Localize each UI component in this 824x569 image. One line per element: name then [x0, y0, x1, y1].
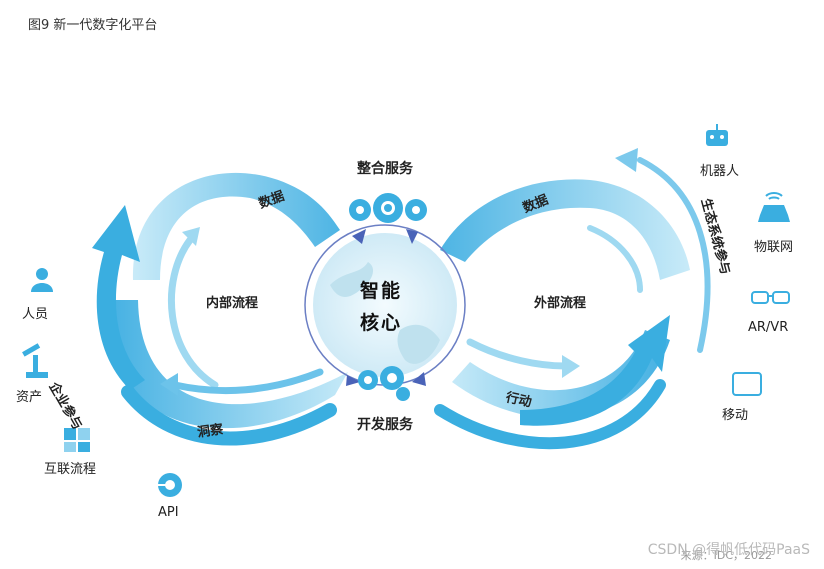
tablet-icon — [732, 372, 762, 396]
left-inner-arrowhead-up — [182, 227, 200, 246]
watermark: CSDN @得帆低代码PaaS — [647, 542, 810, 558]
puzzle-icon — [64, 428, 90, 452]
left-item-api: API — [158, 505, 179, 520]
left-top-band — [132, 172, 340, 280]
right-outer-arc — [637, 157, 711, 353]
ring-arrowhead-tl — [352, 229, 366, 244]
figure-title: 图9 新一代数字化平台 — [28, 18, 158, 33]
vr-glasses-icon — [751, 291, 790, 304]
center-core — [304, 224, 466, 386]
left-inner-arrowhead-down — [160, 373, 178, 396]
source-note: 来源：IDC，2022 — [680, 549, 772, 562]
globe — [313, 233, 457, 377]
left-item-person: 人员 — [22, 307, 49, 322]
right-lower-arc — [434, 379, 666, 450]
core-line1: 智能 — [360, 280, 403, 302]
right-inner-arrowhead-mid — [562, 355, 580, 378]
core-line2: 核心 — [360, 312, 403, 334]
right-loop-title: 外部流程 — [534, 296, 587, 311]
left-arrow-bottom-label: 洞察 — [196, 422, 225, 441]
bottom-service-label: 开发服务 — [357, 417, 413, 433]
robot-arm-icon — [22, 343, 48, 378]
right-inner-arrow-mid — [466, 338, 569, 370]
left-outer-arrow — [92, 205, 145, 390]
left-loop — [92, 172, 348, 446]
ring-arrowhead-br — [412, 372, 426, 386]
ring-arrowhead-tr — [406, 229, 418, 244]
right-item-iot: 物联网 — [754, 240, 794, 255]
person-icon — [31, 268, 53, 292]
right-loop — [434, 148, 711, 450]
robot-icon — [706, 124, 728, 146]
gear-api-icon — [152, 473, 182, 497]
right-top-band — [440, 179, 690, 280]
right-item-arvr: AR/VR — [748, 320, 789, 335]
globe-continent-2 — [397, 324, 440, 364]
iot-car-icon — [758, 192, 790, 222]
left-item-process: 互联流程 — [44, 462, 97, 477]
right-inner-arrow-top — [587, 225, 643, 293]
left-inner-arrow-down — [171, 368, 324, 395]
top-gears-icon — [349, 193, 427, 223]
top-service-label: 整合服务 — [357, 161, 413, 177]
left-bottom-band — [104, 300, 348, 429]
ring-arrowhead-bl — [346, 375, 360, 386]
right-main-arrowhead — [520, 315, 670, 426]
globe-continent-1 — [330, 262, 374, 297]
right-item-robot: 机器人 — [700, 164, 740, 179]
bottom-gears-icon — [358, 366, 410, 401]
left-item-asset: 资产 — [16, 390, 43, 405]
right-outer-arrowhead — [615, 148, 638, 172]
right-item-mobile: 移动 — [722, 408, 749, 423]
left-outer-arc — [121, 385, 337, 446]
left-loop-title: 内部流程 — [206, 296, 259, 311]
left-inner-arrow-up — [168, 236, 219, 389]
